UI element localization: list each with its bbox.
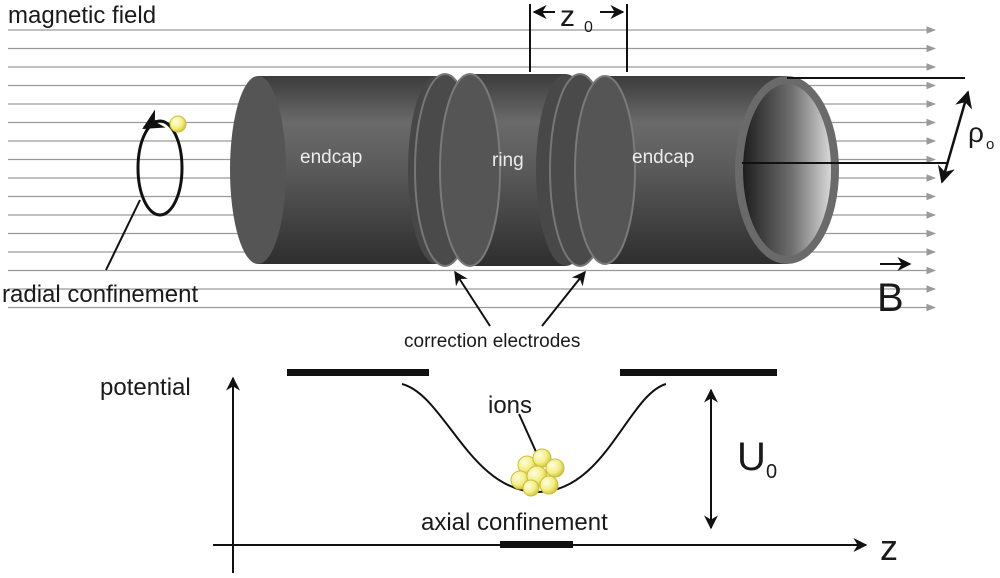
- u0-label: U: [737, 435, 766, 479]
- b-field-label: B: [877, 276, 904, 320]
- z0-subscript: 0: [584, 19, 593, 36]
- rho-label: ρ: [968, 117, 984, 148]
- orbiting-ion: [169, 115, 187, 133]
- z0-dimension: z 0: [529, 0, 628, 72]
- ring-potential-bar: [500, 541, 573, 548]
- potential-label: potential: [100, 374, 191, 401]
- correction-electrodes-label: correction electrodes: [404, 331, 580, 352]
- rho-subscript: o: [986, 136, 994, 153]
- z-axis-label: z: [880, 527, 898, 568]
- left-endcap-potential-bar: [287, 369, 429, 376]
- u0-subscript: 0: [766, 461, 777, 483]
- z0-label: z: [560, 0, 575, 33]
- ions-label: ions: [488, 392, 532, 419]
- endcap-right-label: endcap: [632, 147, 694, 168]
- ions-pointer: [518, 413, 538, 455]
- right-endcap-potential-bar: [620, 369, 777, 376]
- rho-dimension: ρ o: [742, 77, 994, 184]
- endcap-left-label: endcap: [300, 147, 362, 168]
- trap-electrodes: [230, 73, 839, 267]
- magnetic-field-label: magnetic field: [8, 2, 156, 29]
- radial-confinement-label: radial confinement: [2, 281, 198, 308]
- axial-confinement-label: axial confinement: [421, 509, 608, 536]
- endcap-right-electrode: [574, 75, 839, 265]
- ion-cluster: [510, 448, 565, 497]
- b-field-vector: B: [877, 257, 912, 320]
- correction-electrodes-pointers: [454, 270, 586, 327]
- ring-label: ring: [492, 150, 524, 171]
- radial-orbit: [105, 109, 187, 271]
